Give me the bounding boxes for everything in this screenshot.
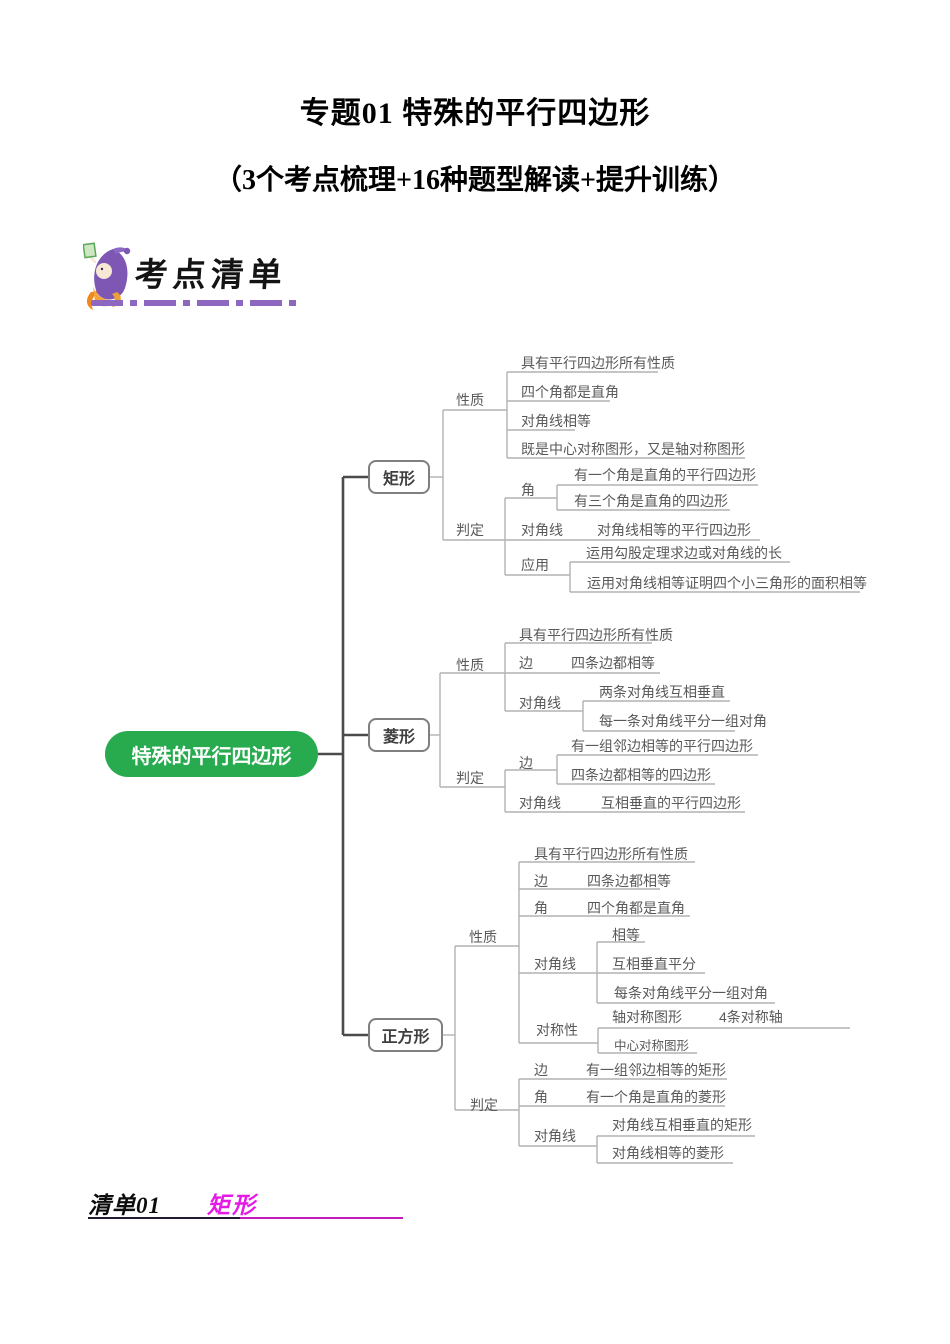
square-prop-label: 性质 (469, 929, 497, 945)
square-jdiag-item: 对角线互相垂直的矩形 (612, 1117, 752, 1133)
rect-angle-item: 有一个角是直角的平行四边形 (574, 467, 756, 483)
section-heading: 清单01 矩形 (88, 1186, 257, 1220)
rect-diag-label: 对角线 (521, 522, 563, 538)
square-sym-label: 对称性 (536, 1022, 578, 1038)
rhombus-jside-label: 边 (519, 755, 533, 771)
doc-subtitle: （3个考点梳理+16种题型解读+提升训练） (214, 165, 736, 196)
rhombus-jdiag-item: 互相垂直的平行四边形 (601, 795, 741, 811)
rect-angle-label: 角 (521, 482, 535, 498)
section-heading-number: 清单01 (88, 1193, 161, 1218)
rect-app-item: 运用勾股定理求边或对角线的长 (586, 545, 782, 561)
rhombus-judge-label: 判定 (456, 770, 484, 786)
square-side-item: 四条边都相等 (587, 873, 671, 889)
rect-prop-item: 四个角都是直角 (521, 384, 619, 400)
rhombus-jdiag-label: 对角线 (519, 795, 561, 811)
rect-prop-label: 性质 (456, 392, 484, 408)
mindmap-root-node: 特殊的平行四边形 (105, 731, 318, 777)
square-diag-item: 每条对角线平分一组对角 (614, 985, 768, 1001)
square-sym-center: 中心对称图形 (614, 1039, 690, 1053)
rect-prop-item: 具有平行四边形所有性质 (521, 355, 675, 371)
section-heading-underline-magenta (240, 1217, 403, 1219)
square-jangle-item: 有一个角是直角的菱形 (586, 1089, 726, 1105)
square-diag-item: 相等 (612, 927, 640, 943)
rhombus-prop-item: 具有平行四边形所有性质 (519, 627, 673, 643)
rect-app-label: 应用 (521, 557, 549, 573)
rhombus-diag-item: 每一条对角线平分一组对角 (599, 713, 767, 729)
node-rect: 矩形 (368, 460, 430, 494)
square-diag-label: 对角线 (534, 956, 576, 972)
rect-prop-item: 既是中心对称图形，又是轴对称图形 (521, 441, 745, 457)
node-square: 正方形 (368, 1018, 443, 1052)
rhombus-prop-label: 性质 (456, 657, 484, 673)
doc-title: 专题01 特殊的平行四边形 (299, 97, 651, 130)
node-rhombus: 菱形 (368, 718, 430, 752)
square-judge-label: 判定 (470, 1097, 498, 1113)
square-jside-label: 边 (534, 1062, 548, 1078)
square-jdiag-label: 对角线 (534, 1128, 576, 1144)
square-diag-item: 互相垂直平分 (612, 956, 696, 972)
rect-angle-item: 有三个角是直角的四边形 (574, 493, 728, 509)
square-jangle-label: 角 (534, 1089, 548, 1105)
square-angle-label: 角 (534, 900, 548, 916)
square-prop-item: 具有平行四边形所有性质 (534, 846, 688, 862)
rect-app-item: 运用对角线相等证明四个小三角形的面积相等 (587, 575, 867, 591)
rhombus-jside-item: 有一组邻边相等的平行四边形 (571, 738, 753, 754)
banner-dashed-underline (91, 300, 303, 306)
rect-judge-label: 判定 (456, 522, 484, 538)
section-heading-underline-dark (88, 1217, 240, 1219)
wizard-mascot-icon (83, 242, 131, 310)
rect-diag-item: 对角线相等的平行四边形 (597, 522, 751, 538)
rhombus-side-item: 四条边都相等 (571, 655, 655, 671)
rect-prop-item: 对角线相等 (521, 413, 591, 429)
square-side-label: 边 (534, 873, 548, 889)
square-sym-axis-count: 4条对称轴 (719, 1009, 783, 1025)
rhombus-diag-label: 对角线 (519, 695, 561, 711)
kaodian-qingdan-banner: 考点清单 (83, 242, 343, 314)
square-angle-item: 四个角都是直角 (587, 900, 685, 916)
rhombus-side-label: 边 (519, 655, 533, 671)
square-jside-item: 有一组邻边相等的矩形 (586, 1062, 726, 1078)
section-heading-topic: 矩形 (207, 1193, 257, 1218)
rhombus-diag-item: 两条对角线互相垂直 (599, 684, 725, 700)
square-jdiag-item: 对角线相等的菱形 (612, 1145, 724, 1161)
rhombus-jside-item: 四条边都相等的四边形 (571, 767, 711, 783)
square-sym-axis: 轴对称图形 (612, 1009, 682, 1025)
